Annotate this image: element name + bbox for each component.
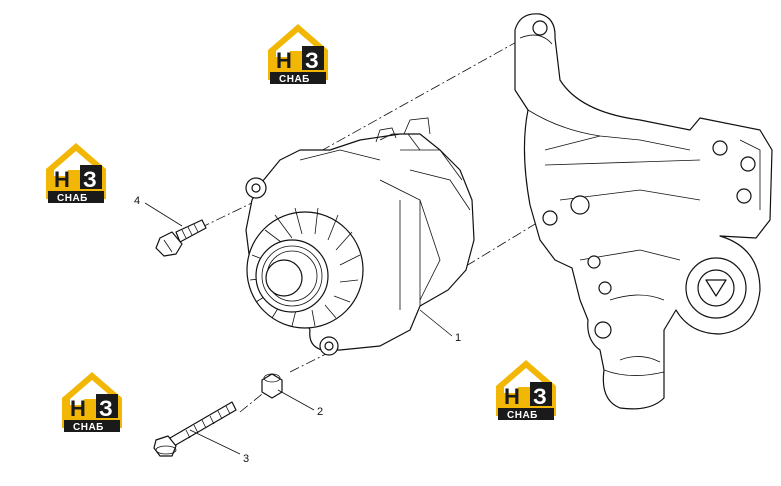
brand-logo: Н З СНАБ <box>62 372 122 433</box>
brand-logo: Н З СНАБ <box>496 360 556 421</box>
svg-text:Н: Н <box>54 167 70 192</box>
svg-text:1: 1 <box>455 332 461 344</box>
bolt-short <box>155 219 207 257</box>
bolt-long <box>153 401 237 457</box>
callout-1: 1 <box>419 309 461 344</box>
svg-text:СНАБ: СНАБ <box>507 410 538 421</box>
svg-text:З: З <box>305 48 319 73</box>
callout-3: 3 <box>189 429 249 465</box>
callout-2: 2 <box>277 389 323 418</box>
svg-text:СНАБ: СНАБ <box>279 74 310 85</box>
svg-text:3: 3 <box>243 453 249 465</box>
svg-text:СНАБ: СНАБ <box>73 422 104 433</box>
svg-text:З: З <box>99 396 113 421</box>
svg-text:З: З <box>83 167 97 192</box>
svg-text:Н: Н <box>276 48 292 73</box>
svg-text:З: З <box>533 384 547 409</box>
brand-logo: Н З СНАБ <box>268 24 328 85</box>
svg-text:СНАБ: СНАБ <box>57 193 88 204</box>
svg-text:2: 2 <box>317 406 323 418</box>
svg-text:4: 4 <box>134 195 140 207</box>
callout-4: 4 <box>134 195 183 227</box>
svg-text:Н: Н <box>70 396 86 421</box>
spacer-bushing <box>261 373 283 399</box>
brand-logo: Н З СНАБ <box>46 143 106 204</box>
alternator <box>245 117 475 356</box>
mounting-bracket <box>514 13 773 410</box>
svg-text:Н: Н <box>504 384 520 409</box>
